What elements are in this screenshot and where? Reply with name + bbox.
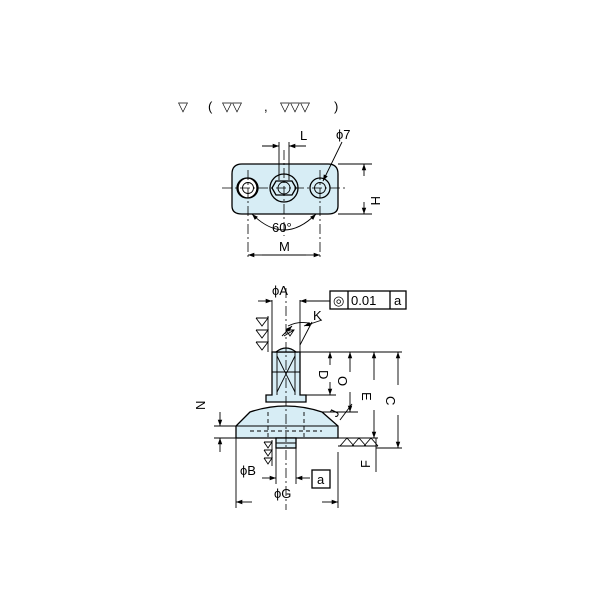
side-view: ϕA ◎ 0.01 a K D [193,283,407,510]
finish-separator: , [264,99,268,114]
datum-a: a [311,469,331,489]
tolerance-frame: ◎ 0.01 a [329,290,407,310]
dim-E-label: E [359,392,374,401]
top-view-plate [231,163,339,215]
dim-K-label: K [313,308,322,323]
surface-finish-symbol: ▽ ( ▽▽ , ▽▽▽ ) [178,99,338,114]
dim-L-label: L [300,128,307,143]
datum-a-label: a [317,472,325,487]
finish-marks-ball [255,316,295,352]
dim-phiB-label: ϕB [240,463,256,478]
dim-C-label: C [383,396,398,405]
tolerance-datum: a [394,293,402,308]
dim-F-label: F [358,460,373,468]
dim-D-label: D [316,370,331,379]
dim-phiA-label: ϕA [272,283,288,298]
finish-open: ( [208,99,213,114]
tolerance-symbol: ◎ [333,293,344,308]
dim-M-label: M [279,239,290,254]
finish-first: ▽▽ [222,99,242,114]
base-pad [235,405,339,439]
dim-phi7-label: ϕ7 [336,127,351,142]
dim-O-label: O [335,376,350,386]
dim-phiG-label: ϕG [274,486,291,501]
finish-close: ) [334,99,338,114]
finish-lead: ▽ [178,99,188,114]
dim-angle-label: 60° [272,220,292,235]
dim-N-label: N [193,401,208,410]
finish-marks-pad [263,440,273,466]
finish-marks-bottom [338,437,379,447]
top-view: L ϕ7 H 60° M [222,127,383,260]
dim-H-label: H [368,196,383,205]
finish-second: ▽▽▽ [280,99,310,114]
stem [265,351,307,403]
tolerance-value: 0.01 [351,293,376,308]
